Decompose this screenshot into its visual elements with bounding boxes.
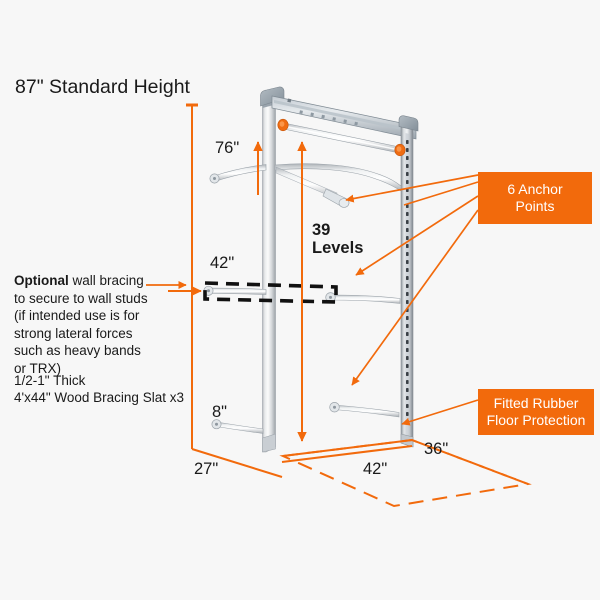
dimension-label-42-height: 42" [210,254,235,272]
badge-anchor-points[interactable]: 6 Anchor Points [478,172,592,224]
leader-floor-protection [401,399,479,426]
levels-count: 39 [312,221,331,239]
page-title: 87" Standard Height [15,76,190,98]
dimension-42-width-line [281,445,413,463]
wall-bracing-note-text: wall bracing to secure to wall studs (if… [14,273,148,376]
rack-arm-mid-right [325,292,401,304]
callout-leaders [345,174,479,426]
dimension-label-42-width: 42" [363,460,388,478]
dimension-87-line [186,103,198,449]
dimension-label-27: 27" [194,460,219,478]
rack-arm-upper-right [274,163,402,192]
leader-anchor-mid [355,195,479,276]
rack-diagonal-strut [275,166,350,208]
rack-arm-upper-left [209,164,267,184]
slat-spec-line-2: 4'x44" Wood Bracing Slat x3 [14,390,184,405]
wall-bracing-slat-outline [203,281,338,304]
wall-bracing-note: Optional wall bracing to secure to wall … [14,272,150,377]
dimension-label-36: 36" [424,440,449,458]
rack-illustration [203,86,419,453]
leader-anchor-low [351,209,479,386]
floor-protection-outline [279,438,532,508]
badge-floor-protection[interactable]: Fitted Rubber Floor Protection [478,389,594,435]
rack-arm-low-left [211,419,264,434]
rack-post-left [260,86,285,453]
dimension-label-76: 76" [215,139,240,157]
dimension-label-8: 8" [212,403,228,421]
wall-bracing-note-emphasis: Optional [14,273,69,288]
rack-post-right [398,115,419,448]
dimension-lines [168,103,413,478]
slat-spec-line-1: 1/2-1" Thick [14,373,86,388]
dimension-27-line [191,448,283,478]
rack-top-beam [271,95,417,140]
anchor-point-collars [277,118,406,157]
levels-label: Levels [312,239,364,257]
rack-arm-mid-left [203,285,267,296]
rack-arm-low-right [329,402,400,418]
leader-anchor-upperpost [403,181,479,206]
leader-anchor-top [345,174,479,203]
